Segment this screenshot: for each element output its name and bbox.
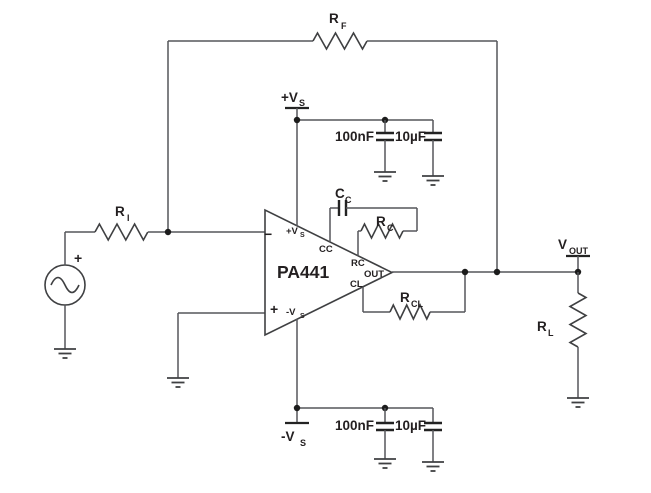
ground-cap1-top-icon: [374, 171, 396, 182]
label-rl-sub: L: [548, 328, 554, 338]
label-rc: R: [376, 214, 386, 229]
junction-neg-rail: [293, 404, 301, 412]
opamp-pos-supply-label: +V: [286, 226, 299, 237]
label-cc: C: [335, 186, 345, 201]
label-rf-sub: F: [341, 21, 347, 31]
opamp-pin-rc: RC: [351, 258, 365, 269]
label-10uf-top: 10µF: [395, 129, 426, 144]
resistor-ri: [94, 222, 149, 242]
junction-pos-rail: [293, 116, 301, 124]
resistor-rf: [312, 31, 368, 51]
label-rcl-sub: CL: [411, 299, 423, 309]
opamp-neg-supply-label: -V: [286, 307, 296, 318]
opamp-body: [264, 208, 394, 337]
opamp-pin-cl: CL: [350, 279, 363, 290]
label-rc-sub: C: [387, 223, 394, 233]
sine-wave-icon: [50, 276, 80, 294]
label-neg-vs-sub: S: [300, 438, 306, 448]
junction-feedback-output: [493, 268, 501, 276]
opamp-part-number: PA441: [277, 262, 329, 282]
opamp-pin-out: OUT: [364, 269, 384, 280]
label-rl: R: [537, 319, 547, 334]
label-rf: R: [329, 11, 339, 26]
ground-cap1-bot-icon: [374, 458, 396, 469]
label-cc-sub: C: [345, 195, 352, 205]
resistor-rl: [568, 292, 588, 348]
resistor-rcl: [389, 303, 431, 321]
label-pos-vs: +V: [281, 90, 298, 105]
opamp-pin-cc: CC: [319, 244, 333, 255]
ground-noninverting-icon: [167, 377, 189, 388]
label-neg-vs: -V: [281, 429, 295, 444]
ground-cap2-top-icon: [422, 175, 444, 186]
label-10uf-bottom: 10µF: [395, 418, 426, 433]
ground-cap2-bot-icon: [422, 461, 444, 472]
label-pos-vs-sub: S: [299, 98, 305, 108]
source-polarity-sign: +: [74, 250, 82, 266]
label-vout: V: [558, 237, 567, 252]
opamp-inverting-sign: −: [264, 226, 272, 242]
opamp-pos-supply-sub: S: [300, 232, 305, 239]
label-100nf-bottom: 100nF: [335, 418, 374, 433]
resistor-rc: [360, 222, 404, 240]
label-vout-sub: OUT: [569, 246, 589, 256]
junction-rcl-output: [461, 268, 469, 276]
opamp-noninverting-sign: +: [270, 301, 278, 317]
label-100nf-top: 100nF: [335, 129, 374, 144]
opamp-neg-supply-sub: S: [300, 313, 305, 320]
label-rcl: R: [400, 290, 410, 305]
ground-rl-icon: [567, 397, 589, 408]
label-ri: R: [115, 204, 125, 219]
junction-inverting-input: [164, 228, 172, 236]
label-ri-sub: I: [127, 213, 130, 223]
ground-source-icon: [54, 348, 76, 359]
